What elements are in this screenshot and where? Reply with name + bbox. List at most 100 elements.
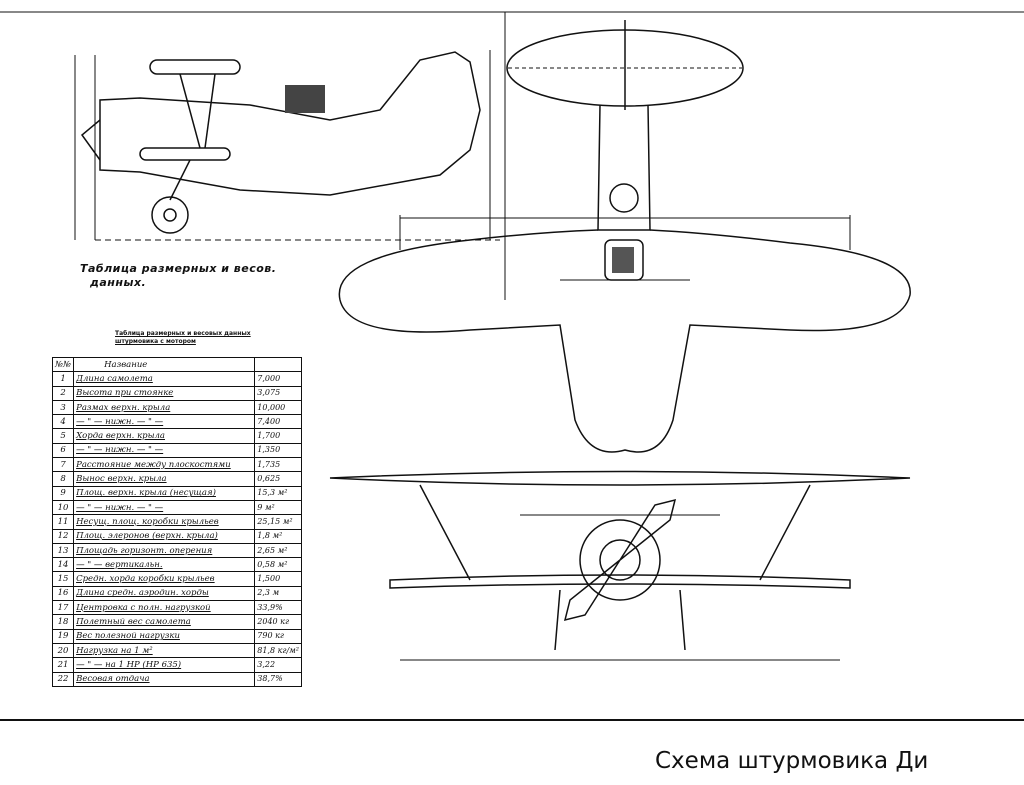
table-row: 4— " — нижн. — " —7,400: [51, 414, 302, 430]
row-label: Вынос верхн. крыла: [73, 471, 256, 487]
row-number: 8: [51, 471, 75, 487]
row-label: Весовая отдача: [73, 671, 256, 687]
top-view: [338, 20, 911, 453]
row-number: 6: [51, 442, 75, 459]
table-row: 10— " — нижн. — " —9 м²: [51, 499, 302, 516]
row-label: — " — нижн. — " —: [73, 414, 256, 430]
row-value: 15,3 м²: [254, 485, 302, 501]
row-value: 2040 кг: [254, 614, 302, 630]
row-value: 0,58 м²: [254, 557, 302, 573]
row-number: 15: [51, 571, 75, 587]
row-number: 3: [51, 399, 75, 416]
row-label: Площ. элеронов (верхн. крыла): [73, 528, 256, 544]
row-value: 2,3 м: [254, 585, 302, 602]
header-number: №№: [51, 356, 75, 373]
figure-caption: Схема штурмовика Ди: [655, 748, 929, 774]
row-value: 790 кг: [254, 628, 302, 644]
table-title-line-1: Таблица размерных и весовых данных: [115, 330, 251, 337]
row-value: 10,000: [254, 399, 302, 416]
row-number: 9: [51, 485, 75, 501]
row-number: 21: [51, 657, 75, 673]
row-label: — " — на 1 HP (HP 635): [73, 657, 256, 673]
side-view: [74, 50, 500, 241]
row-number: 12: [51, 528, 75, 544]
table-row: 6— " — нижн. — " —1,350: [51, 442, 302, 459]
row-label: Размах верхн. крыла: [73, 399, 256, 416]
row-number: 5: [51, 428, 75, 444]
row-value: 1,735: [254, 457, 302, 473]
row-value: 1,8 м²: [254, 528, 302, 544]
table-title-line-2: штурмовика с мотором: [115, 338, 196, 345]
row-label: Длина самолета: [73, 371, 256, 387]
table-title: Таблица размерных и весовых данных штурм…: [115, 330, 251, 346]
row-value: 7,000: [254, 371, 302, 387]
front-view: [329, 470, 911, 661]
row-label: Средн. хорда коробки крыльев: [73, 571, 256, 587]
header-value: [254, 356, 302, 373]
row-label: Площадь горизонт. оперения: [73, 542, 256, 559]
row-value: 25,15 м²: [254, 514, 302, 530]
table-row: 21— " — на 1 HP (HP 635)3,22: [51, 657, 302, 673]
row-label: Вес полезной нагрузки: [73, 628, 256, 644]
row-value: 7,400: [254, 414, 302, 430]
row-label: Центровка с полн. нагрузкой: [73, 600, 256, 616]
table-caption-line-2: данных.: [90, 276, 147, 289]
row-value: 38,7%: [254, 671, 302, 687]
row-number: 19: [51, 628, 75, 644]
row-label: Площ. верхн. крыла (несущая): [73, 485, 256, 501]
row-label: Несущ. площ. коробки крыльев: [73, 514, 256, 530]
row-number: 11: [51, 514, 75, 530]
row-number: 17: [51, 600, 75, 616]
row-number: 14: [51, 557, 75, 573]
row-label: Полетный вес самолета: [73, 614, 256, 630]
row-number: 4: [51, 414, 75, 430]
row-number: 18: [51, 614, 75, 630]
row-number: 20: [51, 642, 75, 659]
row-number: 1: [51, 371, 75, 387]
header-name: Название: [73, 356, 256, 373]
row-number: 10: [51, 499, 75, 516]
row-number: 22: [51, 671, 75, 687]
row-number: 7: [51, 457, 75, 473]
row-label: Расстояние между плоскостями: [73, 457, 256, 473]
table-caption: Таблица размерных и весов. данных.: [80, 262, 276, 290]
row-number: 16: [51, 585, 75, 602]
row-value: 81,8 кг/м²: [254, 642, 302, 659]
row-label: Хорда верхн. крыла: [73, 428, 256, 444]
row-value: 1,350: [254, 442, 302, 459]
row-label: Нагрузка на 1 м²: [73, 642, 256, 659]
row-label: Высота при стоянке: [73, 385, 256, 401]
row-number: 13: [51, 542, 75, 559]
row-value: 1,700: [254, 428, 302, 444]
row-value: 0,625: [254, 471, 302, 487]
table-row: 14— " — вертикальн.0,58 м²: [51, 557, 302, 573]
row-number: 2: [51, 385, 75, 401]
row-value: 3,22: [254, 657, 302, 673]
row-label: — " — нижн. — " —: [73, 499, 256, 516]
row-value: 1,500: [254, 571, 302, 587]
table-header-row: №№ Название: [51, 356, 302, 373]
row-value: 2,65 м²: [254, 542, 302, 559]
row-label: — " — вертикальн.: [73, 557, 256, 573]
table-caption-line-1: Таблица размерных и весов.: [80, 262, 277, 275]
row-value: 33,9%: [254, 600, 302, 616]
row-label: Длина средн. аэродин. хорды: [73, 585, 256, 602]
